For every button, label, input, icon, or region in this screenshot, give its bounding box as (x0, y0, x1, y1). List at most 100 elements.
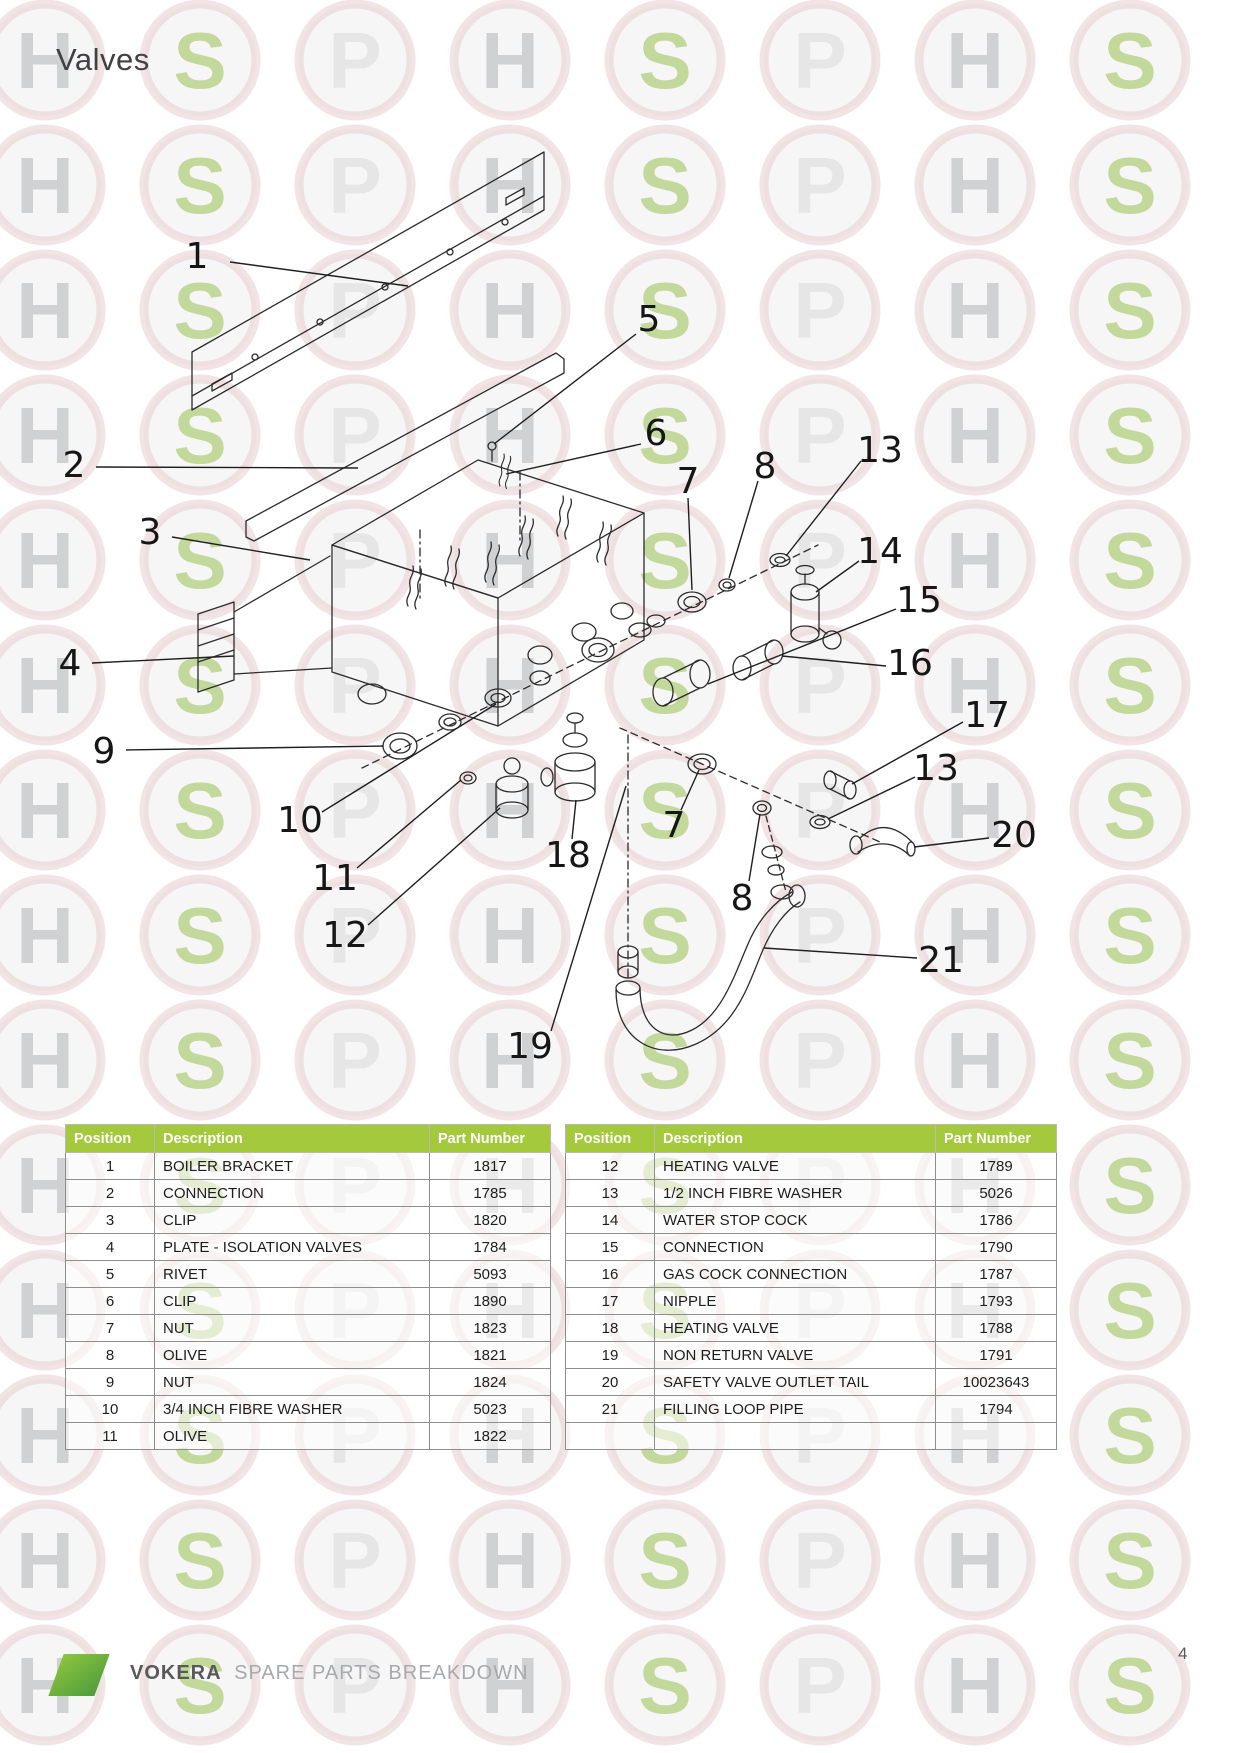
watermark-letter: S (173, 16, 226, 105)
watermark-letter: P (793, 141, 846, 230)
watermark-circle (449, 1499, 571, 1621)
watermark-circle (1069, 1249, 1191, 1371)
callout-number: 9 (93, 731, 116, 772)
watermark-circle (1069, 374, 1191, 496)
watermark-circle (914, 874, 1036, 996)
position-cell: 17 (565, 1287, 655, 1315)
watermark-letter: H (16, 141, 74, 230)
callout-number: 21 (918, 940, 964, 981)
watermark-letter: P (328, 391, 381, 480)
watermark-circle (0, 749, 106, 871)
watermark-letter: S (173, 1016, 226, 1105)
watermark-letter: P (793, 1641, 846, 1730)
description-cell: OLIVE (154, 1422, 430, 1450)
position-cell: 3 (65, 1206, 155, 1234)
part-number-cell: 1787 (935, 1260, 1057, 1288)
description-cell: NON RETURN VALVE (654, 1341, 936, 1369)
watermark-letter: H (946, 1641, 1004, 1730)
position-cell: 1 (65, 1152, 155, 1180)
watermark-letter: P (793, 266, 846, 355)
callout-leader-line (356, 779, 462, 869)
watermark-letter: P (793, 391, 846, 480)
watermark-circle (449, 1624, 571, 1746)
watermark-circle (914, 999, 1036, 1121)
position-cell: 8 (65, 1341, 155, 1369)
callout-number: 12 (322, 915, 368, 956)
watermark-circle (1069, 874, 1191, 996)
callout-leader-line (748, 813, 761, 882)
watermark-circle (294, 874, 416, 996)
part-number-cell: 1823 (429, 1314, 551, 1342)
watermark-circle (139, 1624, 261, 1746)
watermark-letter: S (638, 266, 691, 355)
callout-leader-line (781, 655, 887, 667)
watermark-letter: H (481, 1516, 539, 1605)
column-header: Part Number (429, 1124, 551, 1153)
description-cell: WATER STOP COCK (654, 1206, 936, 1234)
watermark-letter: S (638, 1016, 691, 1105)
watermark-circle (604, 1499, 726, 1621)
watermark-letter: P (328, 1016, 381, 1105)
watermark-circle (449, 749, 571, 871)
callout-leader-line (95, 466, 359, 469)
callout-number: 19 (507, 1026, 553, 1067)
watermark-circle (294, 124, 416, 246)
watermark-letter: H (481, 16, 539, 105)
watermark-letter: H (16, 516, 74, 605)
part-number-cell: 1785 (429, 1179, 551, 1207)
watermark-letter: P (328, 1516, 381, 1605)
callout-leader-line (827, 776, 916, 820)
callout-leader-line (785, 460, 862, 557)
watermark-circle (0, 874, 106, 996)
part-number-cell: 1788 (935, 1314, 1057, 1342)
watermark-letter: H (946, 391, 1004, 480)
watermark-letter: H (481, 516, 539, 605)
watermark-letter: H (481, 1016, 539, 1105)
watermark-circle (914, 249, 1036, 371)
callout-number: 18 (545, 835, 591, 876)
description-cell: CONNECTION (154, 1179, 430, 1207)
part-number-cell: 1793 (935, 1287, 1057, 1315)
watermark-letter: H (16, 891, 74, 980)
watermark-letter: H (16, 1391, 74, 1480)
callout-number: 1 (186, 236, 209, 277)
description-cell: PLATE - ISOLATION VALVES (154, 1233, 430, 1261)
column-header: Description (154, 1124, 430, 1153)
part-number-cell: 1890 (429, 1287, 551, 1315)
position-cell: 14 (565, 1206, 655, 1234)
watermark-circle (914, 499, 1036, 621)
part-number-cell: 5026 (935, 1179, 1057, 1207)
footer-subtitle: SPARE PARTS BREAKDOWN (234, 1662, 529, 1684)
watermark-circle (1069, 1124, 1191, 1246)
watermark-letter: H (16, 391, 74, 480)
watermark-letter: S (638, 766, 691, 855)
watermark-letter: S (1103, 1016, 1156, 1105)
callout-number: 10 (277, 800, 323, 841)
part-number-cell: 1820 (429, 1206, 551, 1234)
callout-leader-line (913, 837, 990, 848)
callout-number: 13 (913, 748, 959, 789)
callout-number: 17 (964, 695, 1010, 736)
watermark-circle (0, 374, 106, 496)
callout-number: 7 (663, 805, 686, 846)
watermark-circle (0, 499, 106, 621)
position-cell: 6 (65, 1287, 155, 1315)
column-header: Description (654, 1124, 936, 1153)
watermark-letter: H (16, 16, 74, 105)
watermark-letter: S (1103, 16, 1156, 105)
watermark-circle (759, 374, 881, 496)
position-cell: 11 (65, 1422, 155, 1450)
watermark-circle (449, 499, 571, 621)
watermark-circle (604, 124, 726, 246)
watermark-circle (294, 374, 416, 496)
watermark-letter: S (173, 266, 226, 355)
watermark-circle (0, 999, 106, 1121)
part-number-cell: 1786 (935, 1206, 1057, 1234)
